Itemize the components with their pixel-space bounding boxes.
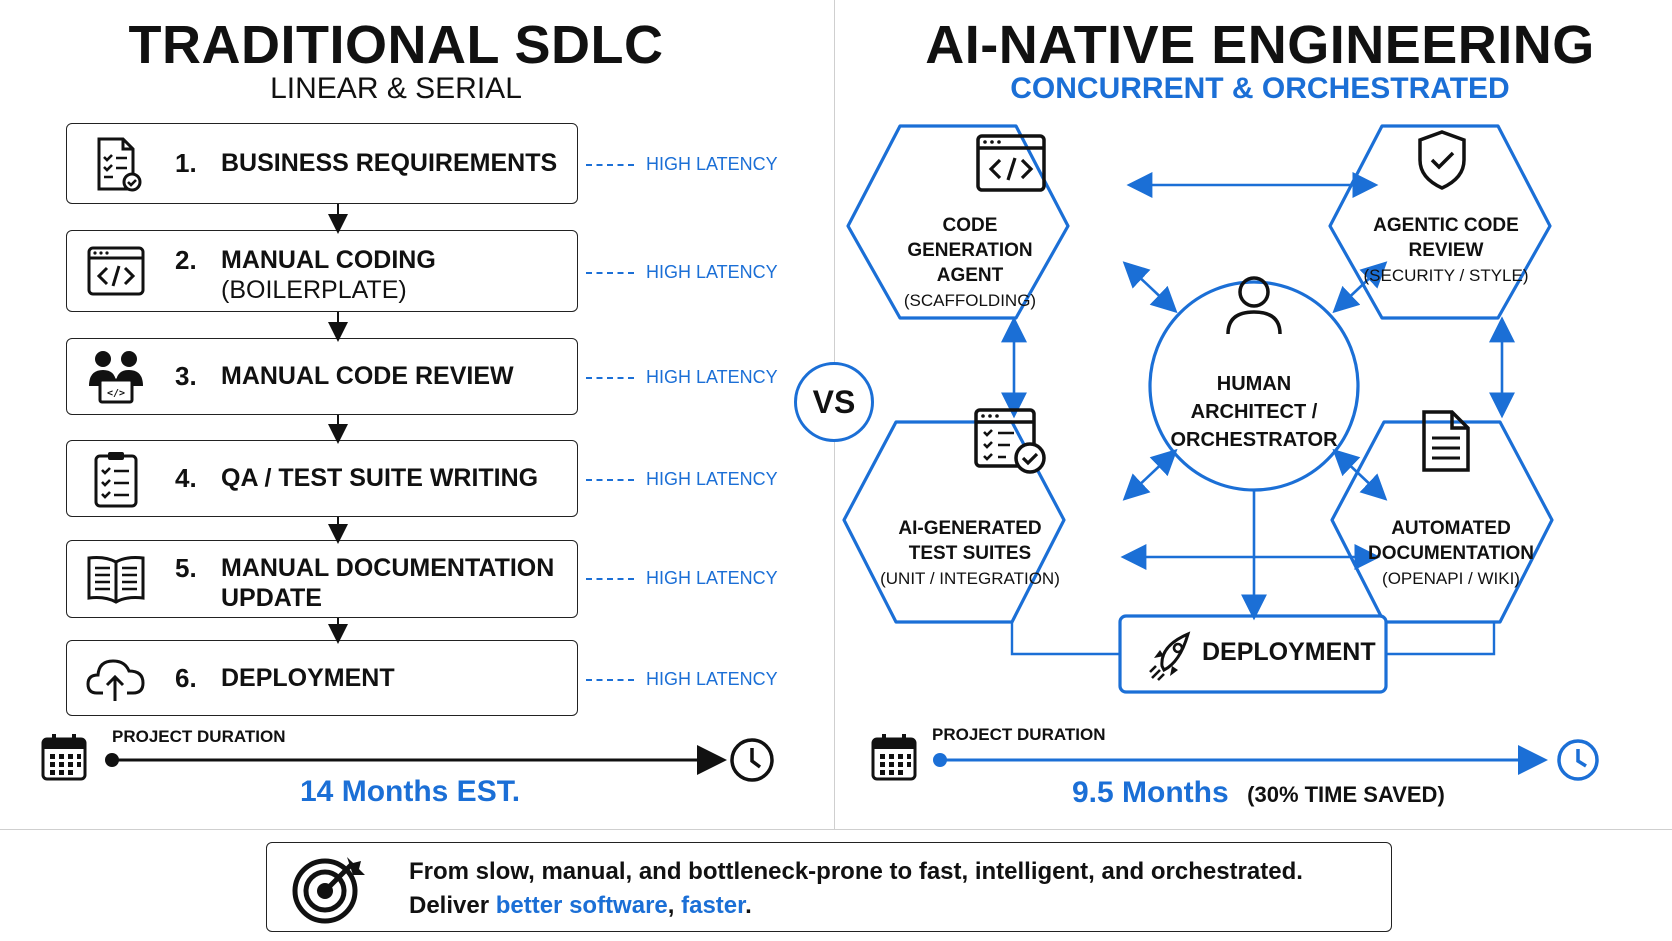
summary-banner: From slow, manual, and bottleneck-prone … xyxy=(266,842,1392,932)
step-business-requirements: 1. BUSINESS REQUIREMENTS xyxy=(66,123,578,204)
step-manual-code-review: </> 3. MANUAL CODE REVIEW xyxy=(66,338,578,415)
node-automated-docs: AUTOMATED DOCUMENTATION (OPENAPI / WIKI) xyxy=(1367,518,1535,588)
duration-summary: 9.5 Months (30% TIME SAVED) xyxy=(1072,776,1445,810)
calendar-icon xyxy=(41,734,87,781)
latency-tag: HIGH LATENCY xyxy=(586,669,778,690)
open-book-icon xyxy=(87,556,145,604)
svg-text:</>: </> xyxy=(107,388,125,399)
latency-tag: HIGH LATENCY xyxy=(586,367,778,388)
code-window-icon xyxy=(87,246,145,296)
latency-tag: HIGH LATENCY xyxy=(586,568,778,589)
step-sublabel: (BOILERPLATE) xyxy=(221,276,407,304)
orchestration-diagram xyxy=(842,124,1554,694)
step-label-continued: UPDATE xyxy=(221,584,322,612)
highlight-faster: faster xyxy=(681,892,746,919)
step-number: 4. xyxy=(175,463,197,493)
checklist-window-icon xyxy=(974,408,1046,474)
step-manual-coding: 2. MANUAL CODING (BOILERPLATE) xyxy=(66,230,578,312)
clock-icon xyxy=(730,738,774,782)
right-subtitle: CONCURRENT & ORCHESTRATED xyxy=(1010,72,1510,105)
latency-tag: HIGH LATENCY xyxy=(586,262,778,283)
cloud-upload-icon xyxy=(86,659,145,701)
rocket-icon xyxy=(1149,631,1191,681)
step-label: QA / TEST SUITE WRITING xyxy=(221,464,539,492)
vs-badge: VS xyxy=(794,362,874,442)
code-window-icon xyxy=(976,134,1046,192)
left-flow-arrows xyxy=(105,204,727,775)
step-label: MANUAL CODE REVIEW xyxy=(221,362,514,390)
step-label: MANUAL DOCUMENTATION xyxy=(221,554,555,582)
document-icon xyxy=(1422,410,1470,472)
duration-note: (30% TIME SAVED) xyxy=(1247,782,1445,807)
highlight-better-software: better software xyxy=(495,892,668,919)
shield-check-icon xyxy=(1418,130,1466,190)
latency-tag: HIGH LATENCY xyxy=(586,154,778,175)
step-number: 1. xyxy=(175,148,197,178)
step-qa-test-suite: 4. QA / TEST SUITE WRITING xyxy=(66,440,578,517)
step-label: DEPLOYMENT xyxy=(221,664,395,692)
left-subtitle: LINEAR & SERIAL xyxy=(270,72,522,105)
duration-label: PROJECT DURATION xyxy=(932,725,1106,744)
node-human-architect: HUMAN ARCHITECT / ORCHESTRATOR xyxy=(1170,373,1338,451)
step-number: 3. xyxy=(175,361,197,391)
node-agentic-review: AGENTIC CODE REVIEW (SECURITY / STYLE) xyxy=(1363,215,1529,285)
right-timeline xyxy=(933,739,1599,781)
clipboard-checklist-icon xyxy=(94,451,138,507)
duration-value: 9.5 Months xyxy=(1072,776,1229,809)
step-number: 2. xyxy=(175,245,197,275)
step-deployment: 6. DEPLOYMENT xyxy=(66,640,578,716)
step-label: BUSINESS REQUIREMENTS xyxy=(221,149,558,177)
people-code-icon: </> xyxy=(89,350,143,403)
person-icon xyxy=(1226,276,1282,335)
right-title: AI-NATIVE ENGINEERING xyxy=(925,15,1595,75)
left-title: TRADITIONAL SDLC xyxy=(128,15,664,75)
node-ai-tests: AI-GENERATED TEST SUITES (UNIT / INTEGRA… xyxy=(880,518,1060,588)
duration-value: 14 Months EST. xyxy=(300,775,521,808)
node-code-generation: CODE GENERATION AGENT (SCAFFOLDING) xyxy=(903,215,1037,310)
step-number: 5. xyxy=(175,553,197,583)
step-label: MANUAL CODING xyxy=(221,246,436,274)
calendar-icon xyxy=(871,734,917,781)
target-icon xyxy=(292,857,365,924)
step-number: 6. xyxy=(175,663,197,693)
bottom-divider xyxy=(0,829,1672,830)
document-checklist-icon xyxy=(97,137,142,191)
node-deployment-label: DEPLOYMENT xyxy=(1202,638,1376,666)
duration-label: PROJECT DURATION xyxy=(112,727,286,746)
step-manual-documentation: 5. MANUAL DOCUMENTATION UPDATE xyxy=(66,540,578,618)
banner-message: From slow, manual, and bottleneck-prone … xyxy=(409,858,1303,919)
latency-tag: HIGH LATENCY xyxy=(586,469,778,490)
